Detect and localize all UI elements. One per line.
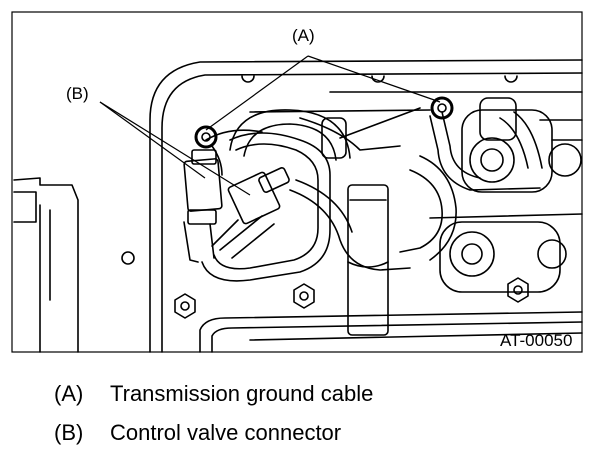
legend-text-a: Transmission ground cable [110, 381, 374, 406]
transmission-drawing [13, 59, 583, 353]
control-valve-connector [183, 149, 290, 263]
legend-item-b: (B) Control valve connector [54, 420, 341, 446]
transmission-ground-cable [194, 96, 454, 176]
legend-tag-b: (B) [54, 420, 84, 445]
callout-leaders [99, 55, 441, 196]
legend-text-b: Control valve connector [110, 420, 342, 445]
legend-item-a: (A) Transmission ground cable [54, 381, 373, 407]
callout-a-label: (A) [292, 26, 315, 45]
figure-frame [11, 11, 583, 353]
figure-id-label: AT-00050 [500, 331, 572, 350]
callout-b-label: (B) [66, 84, 89, 103]
legend-tag-a: (A) [54, 381, 84, 406]
